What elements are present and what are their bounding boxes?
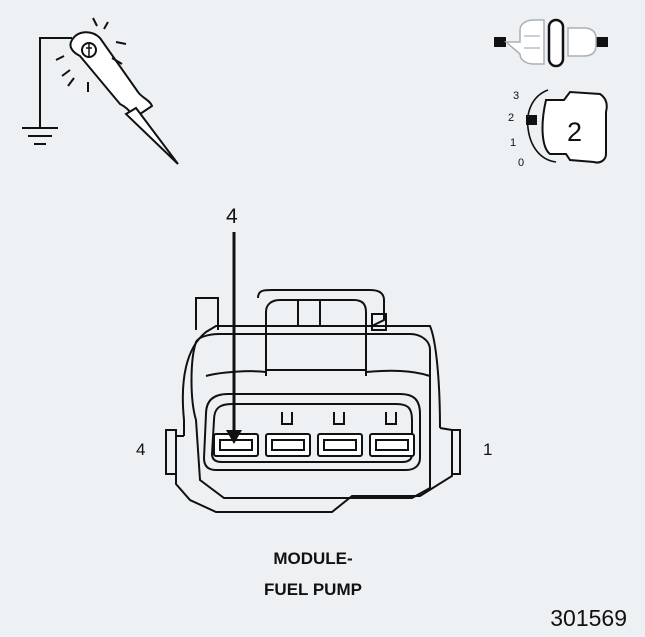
ground-icon [22, 37, 72, 145]
figure-number: 301569 [550, 605, 627, 631]
connector-caption-line1: MODULE- [273, 549, 353, 568]
pin-number-left: 4 [136, 440, 146, 459]
test-lamp-icon [22, 17, 179, 165]
ignition-position-3: 3 [513, 90, 520, 102]
connector-housing [165, 289, 461, 513]
ignition-key-icon [526, 89, 608, 164]
pin-number-right: 1 [483, 440, 493, 459]
ignition-selected-position: 2 [567, 117, 583, 147]
connector-disconnect-icon [494, 18, 608, 68]
connector-caption-line2: FUEL PUMP [264, 580, 362, 599]
ignition-position-2: 2 [508, 112, 515, 124]
ignition-position-1: 1 [510, 137, 517, 149]
callout-label: 4 [226, 205, 238, 228]
callout-arrow [226, 232, 242, 444]
connector-terminals [213, 412, 415, 457]
ignition-position-0: 0 [518, 157, 525, 169]
